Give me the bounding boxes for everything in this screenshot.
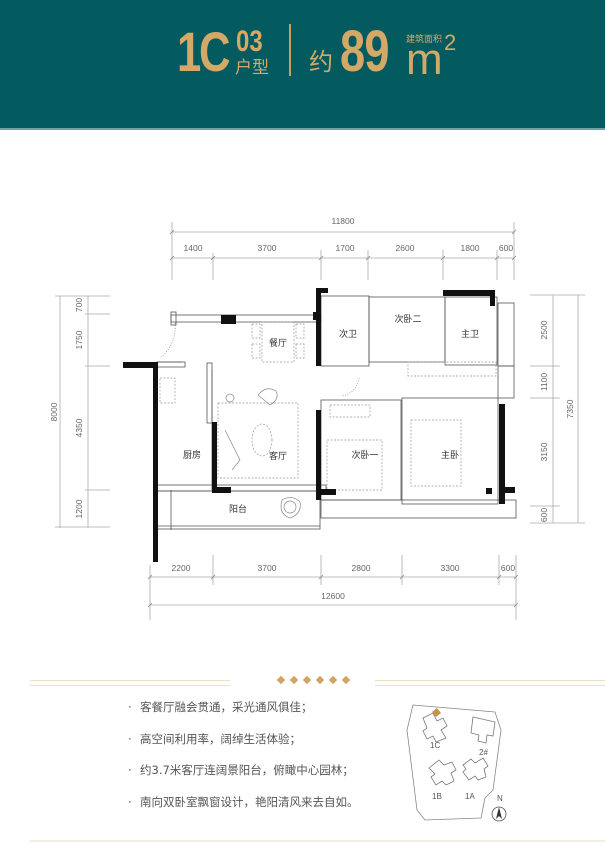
room-balcony: 阳台 — [229, 503, 247, 515]
room-second-bath: 次卫 — [339, 328, 357, 340]
feature-item: ·客餐厅融会贯通，采光通风俱佳； — [128, 700, 313, 714]
unit-code: 1C — [177, 20, 230, 83]
svg-text:3700: 3700 — [258, 243, 277, 253]
dimension-labels: 11800 1400 3700 1700 2600 1800 600 2200 … — [49, 216, 575, 601]
divider-line-left — [30, 680, 230, 686]
area-value: 89 — [340, 19, 390, 84]
svg-text:2500: 2500 — [539, 320, 549, 339]
diamond-icon — [315, 675, 325, 685]
header-divider — [289, 24, 291, 76]
diamond-icon — [289, 675, 299, 685]
divider-line-right — [375, 680, 605, 686]
building-label: 1C — [430, 741, 440, 750]
svg-text:1700: 1700 — [336, 243, 355, 253]
building-label: 1B — [432, 792, 442, 801]
svg-text:8000: 8000 — [49, 402, 59, 421]
feature-item: ·约3.7米客厅连阔景阳台，俯瞰中心园林； — [128, 763, 354, 777]
room-bedroom-one: 次卧一 — [351, 449, 378, 461]
diamond-icon — [276, 675, 286, 685]
footer-line — [30, 840, 605, 842]
unit-number: 03 — [236, 25, 263, 58]
dimension-lines — [55, 222, 585, 620]
svg-text:2600: 2600 — [396, 243, 415, 253]
type-label: 户型 — [235, 58, 269, 78]
area-label: 建筑面积 — [406, 35, 443, 45]
area-unit: m — [406, 35, 443, 84]
feature-item: ·南向双卧室飘窗设计，艳阳清风来去自如。 — [128, 794, 359, 809]
site-map: 1C 2# 1B 1A N — [406, 704, 507, 822]
svg-text:2200: 2200 — [172, 563, 191, 573]
dimension-ticks — [147, 229, 519, 608]
building-outlines — [422, 712, 496, 786]
building-label: 1A — [465, 792, 475, 801]
svg-text:3150: 3150 — [539, 442, 549, 461]
svg-text:600: 600 — [499, 243, 513, 253]
svg-text:700: 700 — [74, 298, 84, 312]
feature-item: ·高空间利用率，阔绰生活体验； — [128, 731, 301, 746]
room-master-bath: 主卫 — [461, 328, 479, 340]
floor-plan: 11800 1400 3700 1700 2600 1800 600 2200 … — [49, 216, 585, 620]
highlight-marker — [432, 708, 441, 717]
site-boundary — [406, 704, 502, 821]
svg-text:2800: 2800 — [352, 563, 371, 573]
svg-text:600: 600 — [539, 508, 549, 522]
furniture — [159, 321, 497, 491]
room-living: 客厅 — [269, 450, 287, 462]
room-labels: 餐厅 客厅 厨房 阳台 次卫 次卧二 主卫 次卧一 主卧 — [183, 313, 479, 515]
svg-text:4350: 4350 — [74, 418, 84, 437]
svg-text:1400: 1400 — [184, 243, 203, 253]
building-label: 2# — [479, 748, 488, 757]
feature-list: ·客餐厅融会贯通，采光通风俱佳； ·高空间利用率，阔绰生活体验； ·约3.7米客… — [128, 700, 359, 826]
svg-text:600: 600 — [501, 563, 515, 573]
compass-icon — [491, 806, 507, 822]
compass-label: N — [497, 794, 503, 803]
svg-text:1200: 1200 — [74, 499, 84, 518]
approx-label: 约 — [309, 48, 333, 76]
room-bedroom-two: 次卧二 — [394, 313, 421, 325]
diamond-icon — [341, 675, 351, 685]
room-master-bedroom: 主卧 — [441, 449, 459, 461]
svg-text:1100: 1100 — [539, 373, 549, 392]
svg-text:12600: 12600 — [321, 591, 345, 601]
header-banner: 1C 03 户型 约 89 建筑面积 m 2 — [0, 0, 605, 130]
furniture-icons — [160, 322, 360, 519]
diamond-icon — [302, 675, 312, 685]
room-kitchen: 厨房 — [183, 449, 201, 461]
svg-text:1800: 1800 — [461, 243, 480, 253]
svg-text:11800: 11800 — [331, 216, 354, 226]
area-unit-superscript: 2 — [444, 30, 457, 55]
diamond-icon — [328, 675, 338, 685]
divider-diamonds — [276, 675, 351, 685]
room-dining: 餐厅 — [269, 337, 287, 349]
svg-text:3700: 3700 — [258, 563, 277, 573]
svg-text:7350: 7350 — [565, 399, 575, 418]
svg-text:3300: 3300 — [441, 563, 460, 573]
building-labels: 1C 2# 1B 1A N — [430, 741, 503, 803]
structural-walls — [123, 288, 515, 562]
section-divider — [30, 675, 605, 686]
svg-text:1750: 1750 — [74, 330, 84, 349]
